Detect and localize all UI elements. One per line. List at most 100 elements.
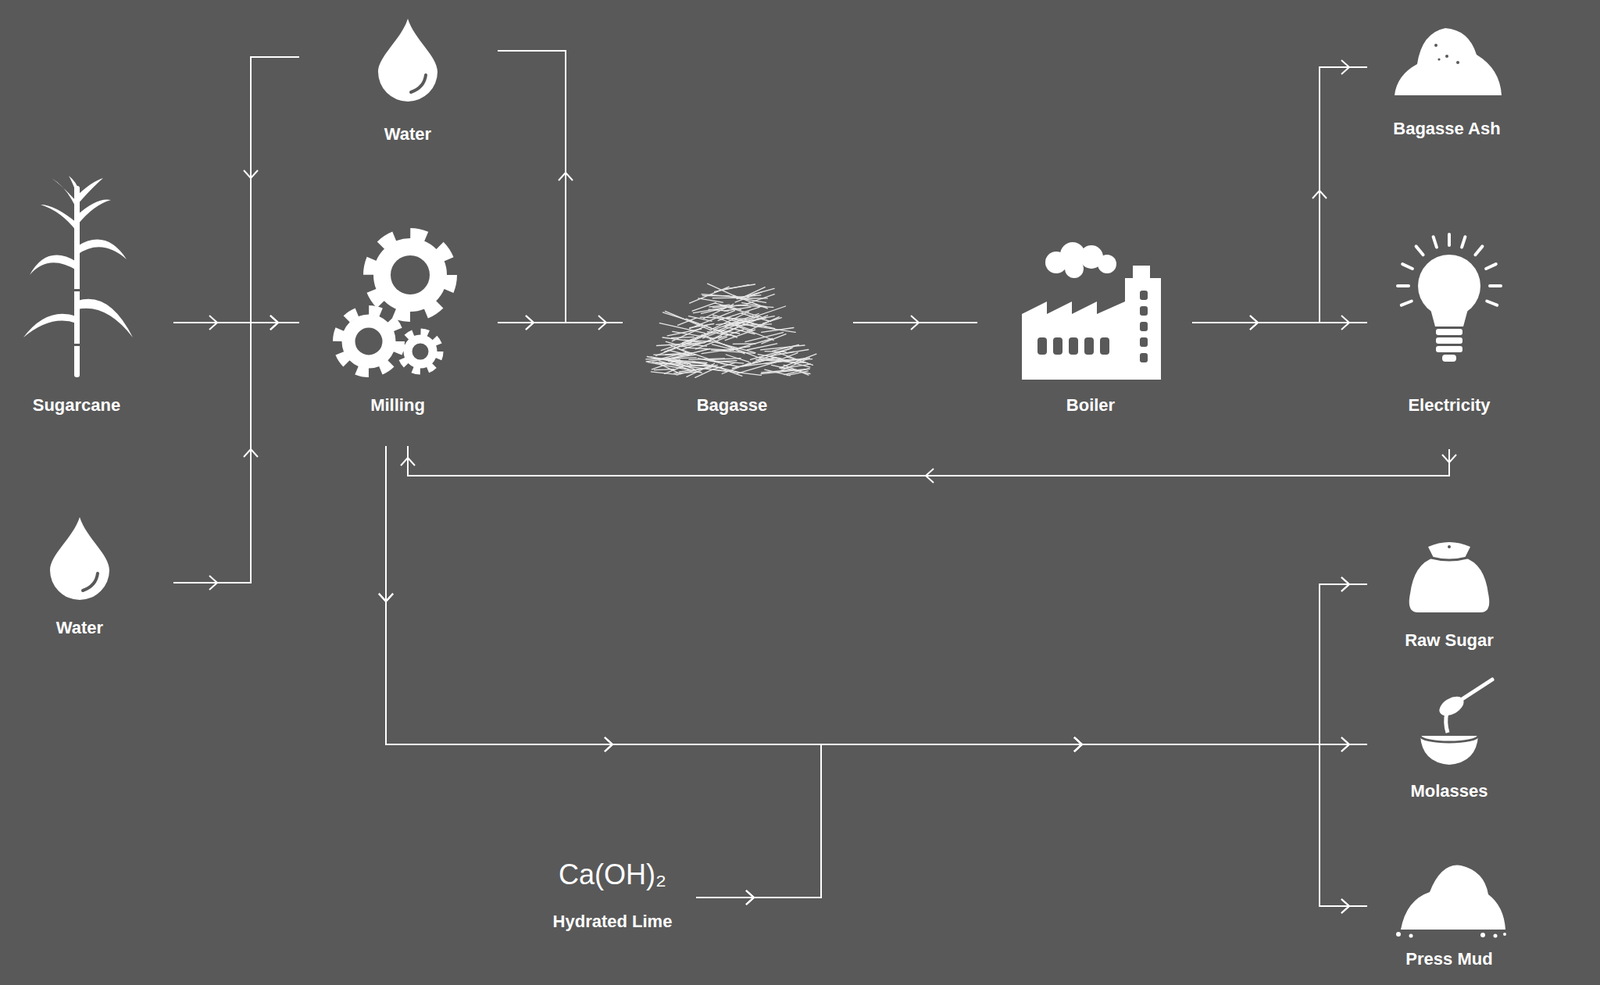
node-label: Water (384, 124, 432, 145)
lightbulb-icon (1397, 234, 1501, 362)
lightbulb-icon-part (1397, 234, 1501, 306)
lightbulb-icon-part (1435, 328, 1463, 336)
flow-connector (696, 737, 1368, 905)
flow-chevron (1341, 315, 1350, 330)
water-drop-icon-part (50, 517, 110, 600)
milling-gears-icon-part (368, 233, 452, 317)
lightbulb-icon-part (1435, 337, 1463, 344)
boiler-node: Boiler (1016, 238, 1165, 416)
flow-chevron (1341, 577, 1350, 592)
bagasse-fibres-icon-part (660, 341, 690, 351)
bagasse-fibres-icon-part (710, 362, 736, 371)
flow-connector (497, 50, 573, 330)
node-label: Milling (370, 395, 425, 416)
sugarcane-node: Sugarcane (10, 173, 143, 416)
flow-chevron (598, 315, 607, 330)
flow-chevron (604, 737, 613, 752)
flow-connector (696, 737, 1368, 914)
boiler-factory-icon-part-part (1139, 306, 1148, 316)
milling-gears-icon-part (407, 339, 433, 365)
bagasse-fibres-icon-part (671, 336, 695, 338)
press-mud-pile-icon-part (1396, 932, 1401, 937)
bagasse-fibres-icon-part (657, 342, 705, 347)
bagasse-fibres-icon-part (786, 357, 808, 364)
node-label: Raw Sugar (1404, 630, 1494, 651)
flow-chevron (243, 170, 258, 179)
chemical-formula: Ca(OH)₂ (558, 857, 667, 892)
bagasse-fibres-icon-part (667, 350, 690, 355)
node-label: Boiler (1066, 395, 1115, 416)
bagasse-ash-pile-icon (1394, 28, 1502, 96)
bagasse-fibres-icon-part (779, 353, 817, 368)
bagasse-fibres-icon-part (760, 345, 805, 350)
lightbulb-icon-part (1429, 306, 1469, 327)
boiler-factory-icon-part (1037, 290, 1148, 363)
sugarcane-icon-part (40, 204, 77, 232)
bagasse-fibres-icon-part (761, 369, 797, 373)
bagasse-fibres-icon-part (742, 360, 766, 367)
lightbulb-icon-part-part (1461, 236, 1465, 247)
sugarcane-icon-part (77, 299, 133, 338)
flow-connector (853, 315, 978, 330)
lightbulb-icon-part-part (1433, 236, 1437, 247)
flow-chevron (925, 468, 934, 483)
flow-chevron (910, 315, 919, 330)
water-drop-icon (378, 18, 438, 102)
milling-gears-icon (337, 233, 452, 373)
boiler-factory-icon-part-part (1037, 337, 1047, 355)
flow-chevron (1442, 454, 1457, 463)
molasses-bowl-icon-part (1446, 712, 1448, 733)
bagasse-fibres-icon-part (770, 351, 795, 357)
flow-connector (378, 446, 1368, 752)
boiler-factory-icon-part-part (1053, 337, 1063, 355)
flow-chevron (1341, 60, 1350, 75)
hydrated-lime-node: Ca(OH)₂ Hydrated Lime (538, 857, 687, 940)
bagasse-fibres-icon-part (658, 360, 702, 374)
lightbulb-icon-part-part (1401, 301, 1412, 306)
flow-chevron (400, 457, 415, 466)
flow-chevron (558, 172, 573, 181)
lightbulb-icon-part (1435, 346, 1463, 353)
bagasse-fibres-icon-part (713, 314, 756, 327)
bagasse-fibres-icon-part (714, 360, 737, 363)
press-mud-pile-icon-part (1480, 932, 1486, 938)
press-mud-pile-icon-part (1503, 932, 1507, 936)
flow-chevron (1250, 315, 1258, 330)
bagasse-fibres-icon-part (652, 362, 683, 365)
bagasse-fibres-icon-part (678, 367, 711, 372)
bagasse-ash-pile-icon-part (1394, 28, 1502, 96)
lightbulb-icon-part (1442, 354, 1457, 362)
lightbulb-icon-part-part (1485, 264, 1497, 269)
sugarcane-icon-part (73, 289, 81, 292)
milling-gears-icon-part (337, 310, 400, 373)
node-label: Electricity (1407, 395, 1490, 416)
boiler-factory-icon-part (1132, 265, 1150, 282)
node-label: Hydrated Lime (553, 911, 673, 933)
boiler-factory-icon-part-part (1139, 337, 1148, 347)
molasses-bowl-icon (1420, 679, 1493, 765)
lightbulb-icon-part-part (1397, 284, 1409, 288)
boiler-factory-icon-part-part (1139, 321, 1148, 332)
water-input-node: Water (32, 511, 127, 639)
flow-chevron (378, 593, 393, 602)
flow-line (385, 446, 1368, 907)
molasses-node: Molasses (1390, 675, 1508, 802)
milling-gears-icon-part (382, 246, 439, 304)
bagasse-fibres-icon-part (698, 298, 724, 303)
flow-connector (173, 315, 300, 590)
node-label: Molasses (1410, 781, 1488, 802)
boiler-factory-icon-part-part (1100, 337, 1110, 355)
bagasse-fibres-icon-part (753, 347, 793, 363)
bagasse-fibres-icon-part (668, 360, 708, 364)
sugarcane-icon-part (77, 239, 127, 260)
bagasse-fibres-icon-part (738, 305, 773, 308)
flow-chevron (1074, 737, 1083, 752)
sugarcane-icon (23, 175, 133, 378)
water-drop-icon-part (82, 573, 98, 591)
bagasse-ash-pile-icon-part (1456, 60, 1460, 65)
bagasse-ash-node: Bagasse Ash (1384, 21, 1510, 140)
flow-line (853, 321, 978, 324)
bagasse-fibres-icon-part (708, 309, 729, 311)
